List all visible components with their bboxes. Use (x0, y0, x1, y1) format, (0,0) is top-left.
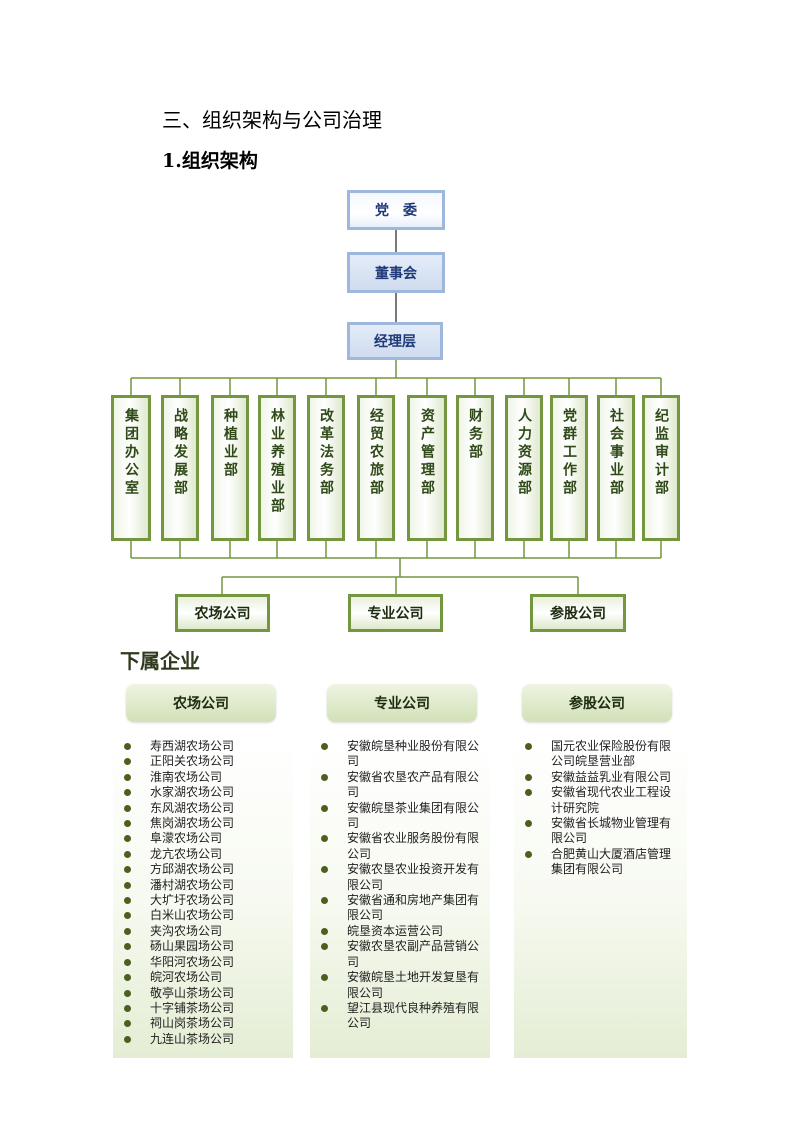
equity-company-column-header: 参股公司 (522, 684, 672, 722)
list-item: 正阳关农场公司 (122, 754, 282, 769)
list-item: 安徽农垦农副产品营销公司 (319, 939, 481, 970)
list-item: 安徽皖垦种业股份有限公司 (319, 739, 481, 770)
farm-company-list: 寿西湖农场公司正阳关农场公司淮南农场公司水家湖农场公司东风湖农场公司焦岗湖农场公… (122, 739, 282, 1047)
list-item: 白米山农场公司 (122, 908, 282, 923)
dept-trade-tourism: 经贸农旅部 (357, 395, 395, 541)
list-item: 合肥黄山大厦酒店管理集团有限公司 (523, 847, 673, 878)
list-item: 九连山茶场公司 (122, 1032, 282, 1047)
list-item: 安徽省农业服务股份有限公司 (319, 831, 481, 862)
list-item: 安徽省长城物业管理有限公司 (523, 816, 673, 847)
list-item: 祠山岗茶场公司 (122, 1016, 282, 1031)
list-item: 东风湖农场公司 (122, 801, 282, 816)
management-box: 经理层 (347, 322, 443, 360)
list-item: 敬亭山茶场公司 (122, 986, 282, 1001)
farm-company-panel (113, 738, 293, 1058)
dept-group-office: 集团办公室 (111, 395, 151, 541)
dept-reform-legal: 改革法务部 (307, 395, 345, 541)
list-item: 国元农业保险股份有限公司皖垦营业部 (523, 739, 673, 770)
section-heading: 三、组织架构与公司治理 (162, 108, 382, 132)
list-item: 十字铺茶场公司 (122, 1001, 282, 1016)
dept-finance: 财务部 (456, 395, 494, 541)
dept-asset-management: 资产管理部 (407, 395, 447, 541)
list-item: 安徽皖垦土地开发复垦有限公司 (319, 970, 481, 1001)
dept-discipline-audit: 纪监审计部 (642, 395, 680, 541)
specialized-company-column-header: 专业公司 (327, 684, 477, 722)
list-item: 皖垦资本运营公司 (319, 924, 481, 939)
list-item: 淮南农场公司 (122, 770, 282, 785)
farm-company-column-header: 农场公司 (126, 684, 276, 722)
list-item: 阜濛农场公司 (122, 831, 282, 846)
list-item: 安徽省通和房地产集团有限公司 (319, 893, 481, 924)
list-item: 望江县现代良种养殖有限公司 (319, 1001, 481, 1032)
specialized-company-box: 专业公司 (348, 594, 443, 632)
dept-party-mass-work: 党群工作部 (550, 395, 588, 541)
equity-company-box: 参股公司 (530, 594, 626, 632)
specialized-company-list: 安徽皖垦种业股份有限公司安徽省农垦农产品有限公司安徽皖垦茶业集团有限公司安徽省农… (319, 739, 481, 1032)
specialized-company-panel (310, 738, 490, 1058)
list-item: 大圹圩农场公司 (122, 893, 282, 908)
dept-social-affairs: 社会事业部 (597, 395, 635, 541)
list-item: 皖河农场公司 (122, 970, 282, 985)
list-item: 龙亢农场公司 (122, 847, 282, 862)
list-item: 安徽农垦农业投资开发有限公司 (319, 862, 481, 893)
dept-human-resources: 人力资源部 (505, 395, 543, 541)
equity-company-panel (514, 738, 687, 1058)
subsidiary-heading: 下属企业 (120, 649, 200, 673)
equity-company-list: 国元农业保险股份有限公司皖垦营业部安徽益益乳业有限公司安徽省现代农业工程设计研究… (523, 739, 673, 878)
board-of-directors-box: 董事会 (347, 252, 445, 293)
list-item: 方邱湖农场公司 (122, 862, 282, 877)
list-item: 焦岗湖农场公司 (122, 816, 282, 831)
list-item: 潘村湖农场公司 (122, 878, 282, 893)
org-structure-heading: 1.组织架构 (162, 150, 258, 172)
list-item: 寿西湖农场公司 (122, 739, 282, 754)
list-item: 夹沟农场公司 (122, 924, 282, 939)
list-item: 安徽皖垦茶业集团有限公司 (319, 801, 481, 832)
farm-company-box: 农场公司 (175, 594, 270, 632)
list-item: 华阳河农场公司 (122, 955, 282, 970)
dept-strategy: 战略发展部 (161, 395, 199, 541)
list-item: 安徽省农垦农产品有限公司 (319, 770, 481, 801)
list-item: 安徽益益乳业有限公司 (523, 770, 673, 785)
list-item: 砀山果园场公司 (122, 939, 282, 954)
dept-planting: 种植业部 (211, 395, 249, 541)
party-committee-box: 党 委 (347, 190, 445, 230)
list-item: 安徽省现代农业工程设计研究院 (523, 785, 673, 816)
dept-forestry-breeding: 林业养殖业部 (258, 395, 296, 541)
list-item: 水家湖农场公司 (122, 785, 282, 800)
